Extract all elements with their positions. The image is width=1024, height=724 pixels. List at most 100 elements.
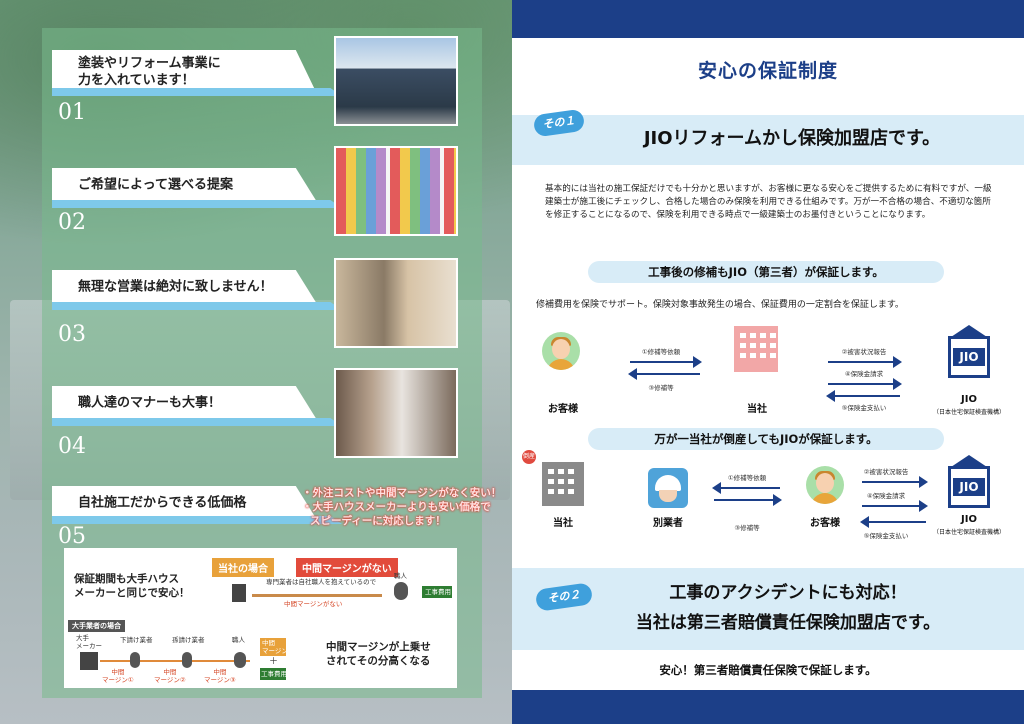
arrow-label: ④保険金請求 xyxy=(866,492,906,500)
feature-stripe xyxy=(52,516,342,524)
arrow-label: ③修補等 xyxy=(648,384,674,392)
feature-number: 01 xyxy=(58,100,86,125)
company-label: 当社 xyxy=(747,404,767,415)
customer-avatar-icon-2 xyxy=(806,466,844,504)
house-scaffold-photo xyxy=(334,36,458,126)
feature-stripe xyxy=(52,200,342,208)
feature-band: 無理な営業は絶対に致しません！ xyxy=(52,270,317,304)
jio-logo-icon: JIO xyxy=(948,325,990,378)
footer-text: 安心！第三者賠償責任保険で保証します。 xyxy=(659,663,877,677)
person-icon xyxy=(182,652,192,668)
box-cost-label: 工事費用 xyxy=(261,670,287,678)
other-contractor-label: 別業者 xyxy=(653,518,683,529)
jio-logo-text: JIO xyxy=(953,478,985,496)
line1: 修補費用を保険でサポート。保険対象事故発生の場合、保証費用の一定割合を保証します… xyxy=(536,300,904,310)
margin-box xyxy=(260,638,286,656)
jio-sub-label-2: （日本住宅保証検査機構） xyxy=(932,529,1005,536)
feature-band: ご希望によって選べる提案 xyxy=(52,168,317,202)
margin-3: 中間 マージン③ xyxy=(204,668,236,684)
ours-arrow-label: 中間マージンがない xyxy=(284,600,343,608)
note-line: ・大手ハウスメーカーよりも安い価格で xyxy=(302,501,491,513)
margin-1: 中間 マージン① xyxy=(102,668,134,684)
feature-item-03: 無理な営業は絶対に致しません！ 03 xyxy=(0,258,512,370)
heading2b: 当社は第三者賠償責任保険加盟店です。 xyxy=(635,613,941,633)
chart-left-title: 保証期間も大手ハウス メーカーと同じで安心！ xyxy=(74,573,190,599)
color-samples-photo xyxy=(334,146,458,236)
feature-number: 02 xyxy=(58,210,86,235)
work-cost-box xyxy=(422,586,452,598)
company-building-icon xyxy=(734,326,778,372)
big-maker-building-icon xyxy=(80,652,98,670)
customer-label-2: お客様 xyxy=(810,518,840,529)
feature-band: 職人達のマナーも大事！ xyxy=(52,386,317,420)
margin-2: 中間 マージン② xyxy=(154,668,186,684)
jio-label-2: JIO xyxy=(961,514,977,525)
arrow-label: ②被害状況報告 xyxy=(841,348,887,356)
jio-label: JIO xyxy=(961,394,977,405)
page-title: 安心の保証制度 xyxy=(697,60,838,82)
big-maker-label: 大手 メーカー xyxy=(76,634,102,650)
arrow-right xyxy=(862,476,928,488)
feature-number: 05 xyxy=(58,524,86,549)
box-margin-label: 中間 マージン xyxy=(262,639,288,655)
ours-desc: 専門業者は自社職人を抱えているので xyxy=(266,578,377,586)
section2-pill: 万が一当社が倒産してもJIOが保証します。 xyxy=(588,428,944,450)
arrow-right xyxy=(630,356,702,368)
feature-item-04: 職人達のマナーも大事！ 04 xyxy=(0,368,512,480)
feature-band: 塗装やリフォーム事業に 力を入れています！ xyxy=(52,50,317,94)
feature-band: 自社施工だからできる低価格 xyxy=(52,486,317,520)
cost-box xyxy=(260,668,286,680)
heading2-band xyxy=(512,568,1024,650)
craftsman-icon xyxy=(394,582,408,600)
ours-arrow xyxy=(252,594,382,597)
craftsman-work-photo xyxy=(334,368,458,458)
feature-title: 職人達のマナーも大事！ xyxy=(78,395,222,411)
arrow-left xyxy=(826,390,900,402)
feature-stripe xyxy=(52,88,342,96)
margin-comparison-chart: 保証期間も大手ハウス メーカーと同じで安心！ 当社の場合 中間マージンがない 専… xyxy=(64,548,457,688)
jio-logo-icon-2: JIO xyxy=(948,455,990,508)
tag-ours: 当社の場合 xyxy=(212,558,274,577)
big-case-arrow xyxy=(100,660,250,662)
bankrupt-badge: 倒産 xyxy=(522,450,536,464)
feature-title: ご希望によって選べる提案 xyxy=(78,177,233,193)
plus-sign: ＋ xyxy=(269,657,279,667)
feature-item-02: ご希望によって選べる提案 02 xyxy=(0,146,512,260)
building-icon xyxy=(232,584,246,602)
bottom-bar xyxy=(512,690,1024,724)
feature-title: 塗装やリフォーム事業に 力を入れています！ xyxy=(78,56,221,88)
feature-stripe xyxy=(52,418,342,426)
sub-label: 下請け業者 xyxy=(120,636,153,644)
arrow-label: ③修補等 xyxy=(734,524,760,532)
feature-title: 無理な営業は絶対に致しません！ xyxy=(78,279,273,295)
low-price-note: ・外注コストや中間マージンがなく安い！ ・大手ハウスメーカーよりも安い価格で ス… xyxy=(302,486,501,528)
heading1: JIOリフォームかし保険加盟店です。 xyxy=(643,128,941,149)
top-bar xyxy=(512,0,1024,38)
subsub-label: 孫請け業者 xyxy=(172,636,205,644)
jio-sub-label: （日本住宅保証検査機構） xyxy=(932,409,1005,416)
tag-no-margin: 中間マージンがない xyxy=(296,558,398,577)
feature-number: 03 xyxy=(58,322,86,347)
right-page: 安心の保証制度 その１ JIOリフォームかし保険加盟店です。 基本的には当社の施… xyxy=(512,0,1024,724)
jio-logo-text: JIO xyxy=(953,348,985,366)
arrow-left xyxy=(860,516,926,528)
section1-pill: 工事後の修補もJIO（第三者）が保証します。 xyxy=(588,261,944,283)
paragraph: 基本的には当社の施工保証だけでも十分かと思いますが、お客様に更なる安心をご提供す… xyxy=(545,184,992,220)
feature-item-01: 塗装やリフォーム事業に 力を入れています！ 01 xyxy=(0,36,512,150)
company-building-grey-icon xyxy=(542,462,584,506)
arrow-label: ⑤保険金支払い xyxy=(863,532,909,540)
feature-title: 自社施工だからできる低価格 xyxy=(78,495,247,511)
person-icon xyxy=(130,652,140,668)
customer-avatar-icon xyxy=(542,332,580,370)
feature-stripe xyxy=(52,302,342,310)
note-line: ・外注コストや中間マージンがなく安い！ xyxy=(302,487,502,499)
arrow-label: ①修補等依頼 xyxy=(727,474,767,482)
left-page: 塗装やリフォーム事業に 力を入れています！ 01 ご希望によって選べる提案 02… xyxy=(0,0,512,724)
chart-right-text: 中間マージンが上乗せ されてその分高くなる xyxy=(326,641,431,667)
worker-helmet-icon xyxy=(648,468,688,508)
customer-label: お客様 xyxy=(548,404,578,415)
arrow-label: ⑤保険金支払い xyxy=(841,404,887,412)
heading2a: 工事のアクシデントにも対応！ xyxy=(669,583,907,603)
tag-big-case: 大手業者の場合 xyxy=(68,620,125,632)
company-label-2: 当社 xyxy=(553,518,573,529)
